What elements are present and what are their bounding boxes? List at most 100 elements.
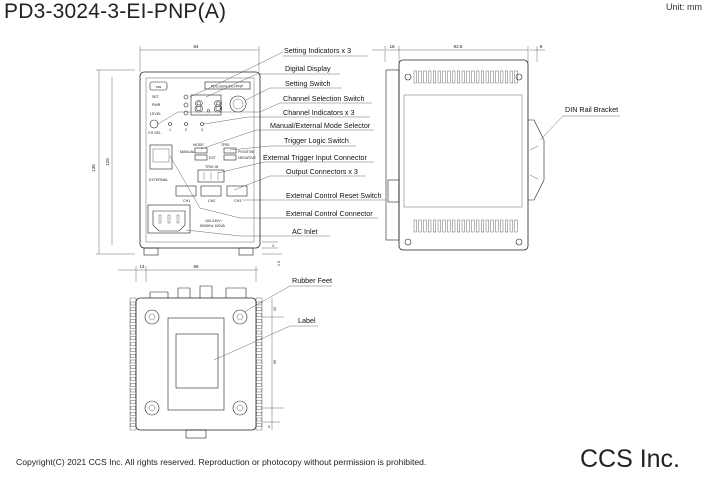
rib xyxy=(130,417,136,422)
level-text: LEVEL xyxy=(150,112,161,116)
rib xyxy=(130,330,136,335)
vent-slot xyxy=(413,70,417,84)
rib xyxy=(130,423,136,427)
ch3-text: 3 xyxy=(201,128,203,132)
vent-slot xyxy=(423,70,427,84)
callout-din-rail-bracket: DIN Rail Bracket xyxy=(565,105,618,114)
vent-slot xyxy=(418,219,422,233)
rib xyxy=(130,348,136,352)
vent-slot xyxy=(433,70,437,84)
vent-slot xyxy=(433,219,437,233)
rib xyxy=(130,307,136,311)
brand-name: CCS Inc. xyxy=(579,445,680,473)
rib xyxy=(130,412,136,416)
rib xyxy=(256,330,262,335)
out1-text: CH1 xyxy=(183,199,190,203)
vent-slot xyxy=(481,219,485,233)
vent-slot xyxy=(423,219,427,233)
vent-slot xyxy=(457,219,461,233)
vent-slot xyxy=(437,219,441,233)
vent-slot xyxy=(461,219,465,233)
rib xyxy=(256,388,262,393)
vent-slot xyxy=(442,70,446,84)
front-view: 64 135 125 ccs PD3-3024-3-EI-PNP SET PWR… xyxy=(91,44,386,266)
rib xyxy=(130,365,136,369)
dim-front-foot: 4 xyxy=(272,244,274,248)
rib xyxy=(256,359,262,364)
set-text: SET xyxy=(152,95,160,99)
callout-label: Label xyxy=(298,316,316,325)
rib xyxy=(256,354,262,358)
vent-slot xyxy=(500,70,504,84)
callout-manual-external-mode-selector: Manual/External Mode Selector xyxy=(270,121,371,130)
dim-bottom-height: 69 xyxy=(273,360,277,364)
rib xyxy=(256,406,262,410)
out3-text: CH3 xyxy=(234,199,241,203)
ch2-text: 2 xyxy=(185,128,187,132)
pwr-text: PWR xyxy=(152,103,161,107)
dim-side-right: 8 xyxy=(540,44,543,49)
trig-in-text: TRIG IN xyxy=(205,165,219,169)
rib xyxy=(130,383,136,387)
unit-label: Unit: mm xyxy=(666,2,702,12)
vent-slot xyxy=(447,219,451,233)
rib xyxy=(256,348,262,352)
rib xyxy=(130,406,136,410)
rib xyxy=(256,394,262,398)
callout-ac-inlet: AC Inlet xyxy=(292,227,318,236)
vent-slot xyxy=(495,70,499,84)
dim-side-depth: 92.6 xyxy=(454,44,463,49)
rib xyxy=(130,400,136,404)
manual-text: MANUAL xyxy=(180,150,195,154)
negative-text: NEGATIVE xyxy=(238,156,257,160)
rib xyxy=(130,342,136,346)
callout-trigger-logic-switch: Trigger Logic Switch xyxy=(284,136,349,145)
dim-bottom-span: 66 xyxy=(193,264,199,269)
callout-setting-indicators: Setting Indicators x 3 xyxy=(284,46,351,55)
vent-slot xyxy=(452,70,456,84)
dim-side-left: 18 xyxy=(389,44,395,49)
ac-rating-2: 50/60Hz 100VA xyxy=(200,224,226,228)
vent-slot xyxy=(428,70,432,84)
side-view: 18 92.6 8 DIN Rail Bracket xyxy=(372,44,620,251)
vent-slot xyxy=(505,219,509,233)
vent-slot xyxy=(461,70,465,84)
vent-slot xyxy=(509,219,513,233)
vent-slot xyxy=(500,219,504,233)
rib xyxy=(256,365,262,369)
ac-rating: 100-240V~ xyxy=(205,219,223,223)
ch1-text: 1 xyxy=(169,128,171,132)
vent-slot xyxy=(490,219,494,233)
vent-slot xyxy=(485,219,489,233)
callout-setting-switch: Setting Switch xyxy=(285,79,331,88)
rib xyxy=(130,371,136,375)
callout-external-control-reset-switch: External Control Reset Switch xyxy=(286,191,381,200)
ch-sel-text: CH SEL xyxy=(148,131,161,135)
dim-bottom-left: 14 xyxy=(139,264,145,269)
vent-slot xyxy=(471,70,475,84)
external-text: EXTERNAL xyxy=(149,178,168,182)
rib xyxy=(256,336,262,340)
bottom-view: 14 66 10 69 5 Rubber Feet xyxy=(118,264,332,439)
positive-text: POSITIVE xyxy=(238,150,255,154)
rib xyxy=(130,388,136,393)
rib xyxy=(130,377,136,381)
vent-slot xyxy=(442,219,446,233)
dim-front-small: 1.5 xyxy=(277,261,281,266)
callout-rubber-feet: Rubber Feet xyxy=(292,276,332,285)
vent-slot xyxy=(495,219,499,233)
rib xyxy=(130,354,136,358)
vent-slot xyxy=(505,70,509,84)
dim-front-width: 64 xyxy=(193,44,199,49)
vent-slot xyxy=(466,70,470,84)
vent-slot xyxy=(413,219,417,233)
dim-front-height-inner: 125 xyxy=(105,158,110,166)
rib xyxy=(130,394,136,398)
rib xyxy=(256,325,262,329)
logo-text: ccs xyxy=(156,85,162,89)
rib xyxy=(130,319,136,323)
vent-slot xyxy=(476,70,480,84)
page-title: PD3-3024-3-EI-PNP(A) xyxy=(4,0,227,23)
out2-text: CH2 xyxy=(208,199,215,203)
